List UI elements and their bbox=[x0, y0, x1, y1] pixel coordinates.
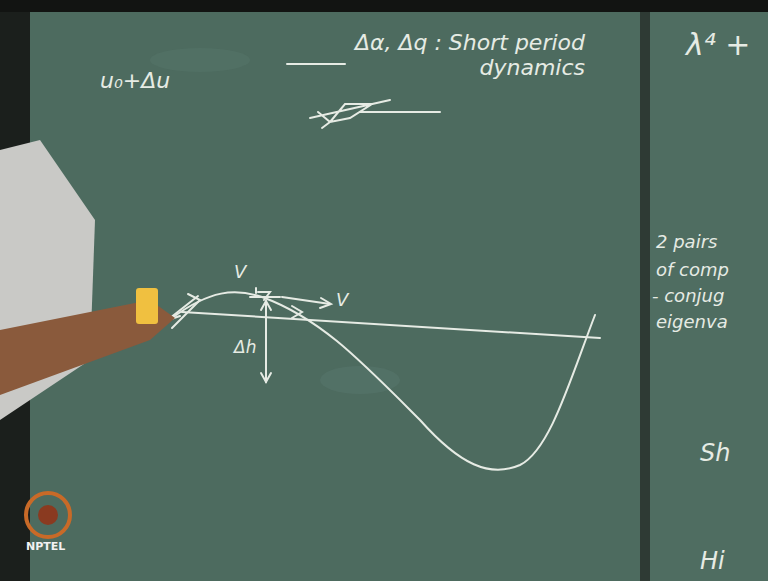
board-note: of comp bbox=[656, 260, 729, 281]
altitude-label: Δh bbox=[234, 338, 256, 358]
velocity-note: u₀+Δu bbox=[100, 68, 170, 93]
board-note: - conjug bbox=[652, 286, 724, 307]
board-note: 2 pairs bbox=[656, 232, 717, 253]
board-note: Sh bbox=[700, 440, 730, 468]
velocity-label: V bbox=[336, 290, 348, 311]
equation-text: λ⁴ + bbox=[686, 28, 750, 63]
velocity-label: V bbox=[234, 262, 246, 283]
logo-text: NPTEL bbox=[26, 541, 65, 554]
board-note: eigenva bbox=[656, 312, 728, 333]
board-note: Hi bbox=[700, 548, 725, 576]
title-note: Δα, Δq : Short period dynamics bbox=[285, 30, 585, 81]
